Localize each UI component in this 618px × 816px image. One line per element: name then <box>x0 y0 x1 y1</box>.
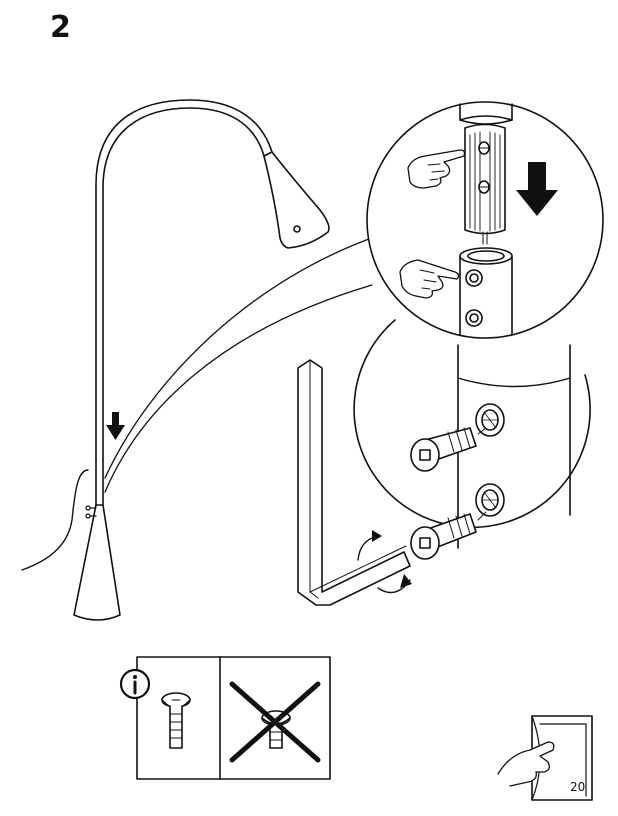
lamp-shade <box>263 151 330 249</box>
cross-icon <box>229 681 321 763</box>
power-cord <box>21 469 89 571</box>
zoom-leader-top <box>104 234 381 479</box>
insert-down-arrow-icon <box>516 162 558 216</box>
zoom-leader-bottom <box>104 284 373 493</box>
allen-key <box>297 359 411 606</box>
screw-lower <box>410 511 487 560</box>
pointing-hand-icon <box>407 149 466 189</box>
down-arrow-icon <box>106 412 125 440</box>
lamp-base <box>73 504 121 621</box>
step-number: 2 <box>50 10 71 45</box>
screw-upper <box>410 427 487 472</box>
zoom-circle-insert <box>366 101 604 339</box>
page-turn-icon <box>497 715 593 801</box>
pointing-hand-icon-lower <box>399 259 460 299</box>
zoom-circle-screws <box>353 319 599 560</box>
rotation-arrow-icon <box>357 530 412 594</box>
floor-lamp <box>21 99 330 621</box>
page-number: 20 <box>570 780 586 794</box>
joint-screws-small <box>85 505 97 519</box>
info-icon <box>119 668 151 700</box>
info-box <box>119 656 331 780</box>
lamp-arc-outer <box>95 99 273 461</box>
correct-screw <box>161 692 191 749</box>
lamp-arc-inner <box>102 107 265 461</box>
lamp-switch <box>293 225 301 233</box>
lamp-lower-stem <box>95 459 104 506</box>
lower-tube <box>459 255 513 336</box>
